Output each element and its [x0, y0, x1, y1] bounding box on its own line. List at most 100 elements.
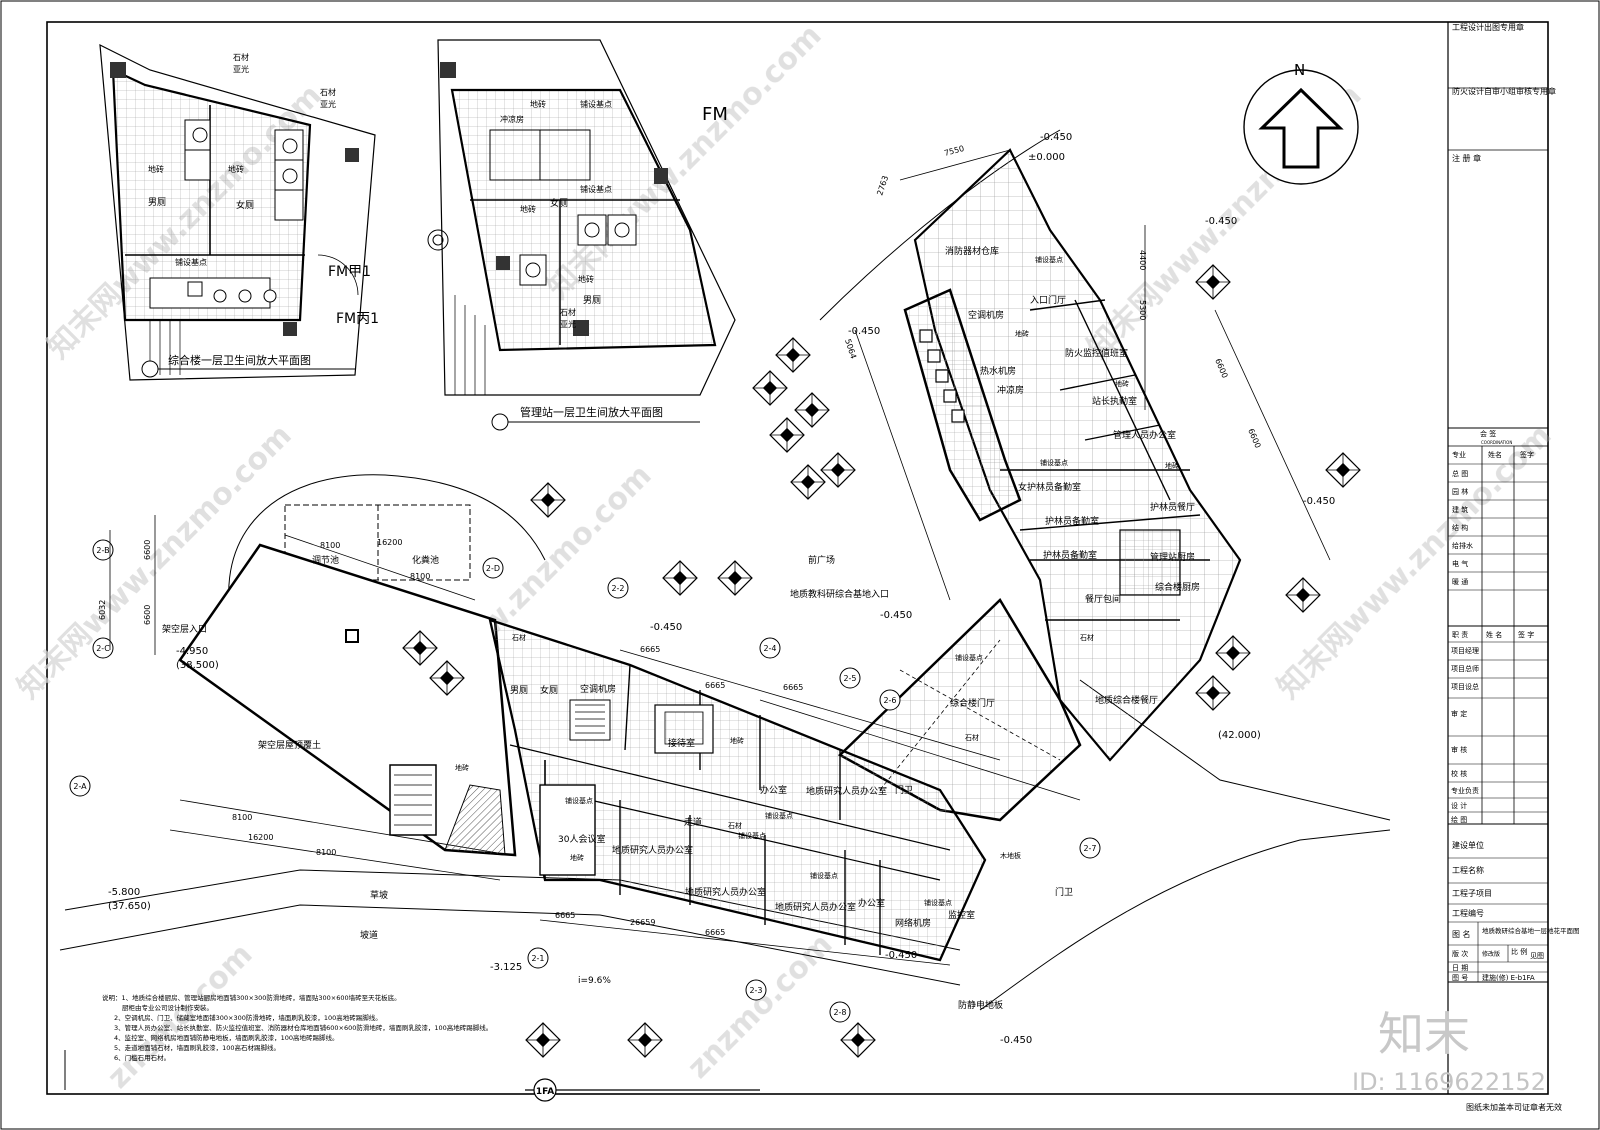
role-1: 项目经理 — [1451, 646, 1479, 655]
finish-base-6: 铺设基点 — [738, 831, 766, 840]
north-arrow: N — [1243, 61, 1359, 185]
version-value: 修改版 — [1482, 950, 1500, 958]
site-entrance: 地质教科研综合基地入口 — [790, 588, 889, 600]
finish-base-1: 铺设基点 — [1035, 255, 1063, 264]
room-meeting: 30人会议室 — [558, 833, 605, 845]
level-2: ±0.000 — [1028, 152, 1065, 163]
room-building-kitchen: 综合楼厨房 — [1155, 581, 1200, 593]
room-monitor: 监控室 — [948, 909, 975, 921]
d2-stone: 石材 — [560, 307, 576, 317]
role-4: 审 定 — [1451, 709, 1467, 718]
info-project: 工程名称 — [1452, 865, 1484, 875]
note-7: 6、门槛石用石材。 — [114, 1053, 170, 1062]
discipline-6: 电 气 — [1452, 559, 1468, 568]
finish-labels: 铺设基点 地砖 地砖 铺设基点 地砖 石材 铺设基点 石材 地砖 铺设基点 铺设… — [455, 255, 1179, 907]
south-wing — [488, 618, 987, 962]
dim-11: 8100 — [232, 813, 252, 822]
room-septic-tank: 化粪池 — [412, 554, 439, 566]
role-8: 设 计 — [1451, 801, 1467, 810]
room-office-2: 办公室 — [858, 897, 885, 909]
level-9: (38.500) — [176, 660, 219, 671]
dim-15: 6600 — [143, 605, 152, 625]
role-6: 校 核 — [1451, 769, 1467, 778]
dim-22: 6665 — [705, 928, 725, 937]
finish-tile-5: 地砖 — [570, 853, 584, 862]
finish-stone-2: 石材 — [965, 733, 979, 742]
sign-title: 会 签 — [1480, 429, 1496, 438]
role-3: 项目设总 — [1451, 682, 1479, 691]
discipline-4: 结 构 — [1452, 523, 1468, 532]
dim-20: 6665 — [555, 911, 575, 920]
discipline-7: 暖 通 — [1452, 577, 1468, 586]
bottom-note: 图纸未加盖本司证章者无效 — [1466, 1102, 1562, 1112]
number-label: 图 号 — [1452, 974, 1468, 982]
d2-womens: 女厕 — [550, 197, 568, 209]
dim-4: 5300 — [1138, 300, 1147, 320]
title-block: 工程设计出图专用章 防火设计自审小组审核专用章 注 册 章 会 签 COORDI… — [1447, 22, 1580, 983]
room-ac: 空调机房 — [968, 309, 1004, 321]
d1-stone-2: 石材 — [320, 87, 336, 97]
d2-tile-1: 地砖 — [530, 99, 546, 109]
room-ranger-dining: 护林员餐厅 — [1150, 501, 1195, 513]
east-wing — [903, 148, 1242, 762]
dim-18: 6665 — [705, 681, 725, 690]
room-labels: 消防器材仓库 入口门厅 空调机房 防火监控值班室 热水机房 冲凉房 站长执勤室 … — [258, 245, 1200, 929]
stair-block — [389, 764, 437, 836]
d2-base-1: 铺设基点 — [580, 99, 612, 109]
finish-base-4: 铺设基点 — [765, 811, 793, 820]
dim-12: 16200 — [248, 833, 273, 842]
discipline-3: 建 筑 — [1452, 505, 1468, 514]
marker-2d: 2-D — [486, 564, 500, 573]
room-rooftop: 架空层屋顶覆土 — [258, 739, 321, 751]
detail-title-2: 管理站一层卫生间放大平面图 — [520, 405, 663, 419]
finish-stone-4: 石材 — [512, 633, 526, 642]
scale-label: 比 例 — [1511, 947, 1527, 956]
finish-tile-1: 地砖 — [1015, 329, 1029, 338]
level-4: -0.450 — [848, 326, 880, 337]
room-manager-office: 管理人员办公室 — [1113, 429, 1176, 441]
dim-14: 6600 — [143, 540, 152, 560]
d2-tile-2: 地砖 — [520, 204, 536, 214]
marker-22: 2-2 — [611, 584, 624, 593]
d1-tile-2: 地砖 — [228, 164, 244, 174]
role-9: 绘 图 — [1451, 815, 1467, 824]
sign-head-name: 姓名 — [1488, 450, 1502, 459]
room-canteen: 地质综合楼餐厅 — [1095, 694, 1158, 706]
brand-watermark: 知末 — [1378, 1007, 1470, 1061]
sign-title-en: COORDINATION — [1481, 440, 1512, 445]
marker-25: 2-5 — [843, 674, 856, 683]
dim-3: 4400 — [1138, 250, 1147, 270]
drawing-marker: 1FA — [536, 1087, 554, 1097]
grid-markers: 2-B 2-C 2-A 2-D 2-1 2-2 2-3 2-4 2-5 2-6 … — [69, 539, 1101, 1023]
room-womens: 女厕 — [540, 684, 558, 696]
d1-mens: 男厕 — [148, 197, 166, 208]
detail-plan-1: 石材 亚光 石材 亚光 地砖 地砖 铺设基点 男厕 女厕 FM甲1 FM丙1 综… — [99, 43, 379, 381]
room-shower: 冲凉房 — [997, 384, 1024, 396]
info-subproject: 工程子项目 — [1452, 889, 1492, 898]
level-8: -4.950 — [176, 646, 208, 657]
room-guard: 门卫 — [1055, 886, 1073, 898]
marker-24: 2-4 — [763, 644, 776, 653]
finish-wood: 木地板 — [1000, 851, 1021, 860]
note-4: 3、管理人员办公室、站长执勤室、防火监控值班室、消防器材仓库地面铺600×600… — [114, 1023, 492, 1032]
role-head-3: 签 字 — [1518, 630, 1534, 639]
room-lobby: 综合楼门厅 — [950, 697, 995, 709]
finish-base-3: 铺设基点 — [955, 653, 983, 662]
site-ramp: 坡道 — [360, 929, 378, 941]
d2-matte: 亚光 — [560, 319, 576, 329]
drawing-name: 地质教研综合基地一层地花平面图 — [1482, 926, 1580, 935]
level-13: (42.000) — [1218, 730, 1261, 741]
drawing-name-label: 图 名 — [1452, 929, 1471, 939]
finish-base-2: 铺设基点 — [1040, 458, 1068, 467]
level-3: -0.450 — [1205, 216, 1237, 227]
room-ac-2: 空调机房 — [580, 683, 616, 695]
level-12: -3.125 — [490, 962, 522, 973]
room-ranger-duty-2: 护林员备勤室 — [1043, 549, 1097, 561]
note-5: 4、监控室、网络机房地面铺防静电地板，墙面刷乳胶漆，100高地砖踢脚线。 — [114, 1033, 339, 1042]
finish-tile-3: 地砖 — [1165, 461, 1179, 470]
room-office-1: 办公室 — [760, 784, 787, 796]
discipline-1: 总 图 — [1452, 469, 1468, 478]
info-client: 建设单位 — [1452, 840, 1484, 850]
finish-tile-4: 地砖 — [730, 736, 744, 745]
d1-stone-1: 石材 — [233, 52, 249, 62]
